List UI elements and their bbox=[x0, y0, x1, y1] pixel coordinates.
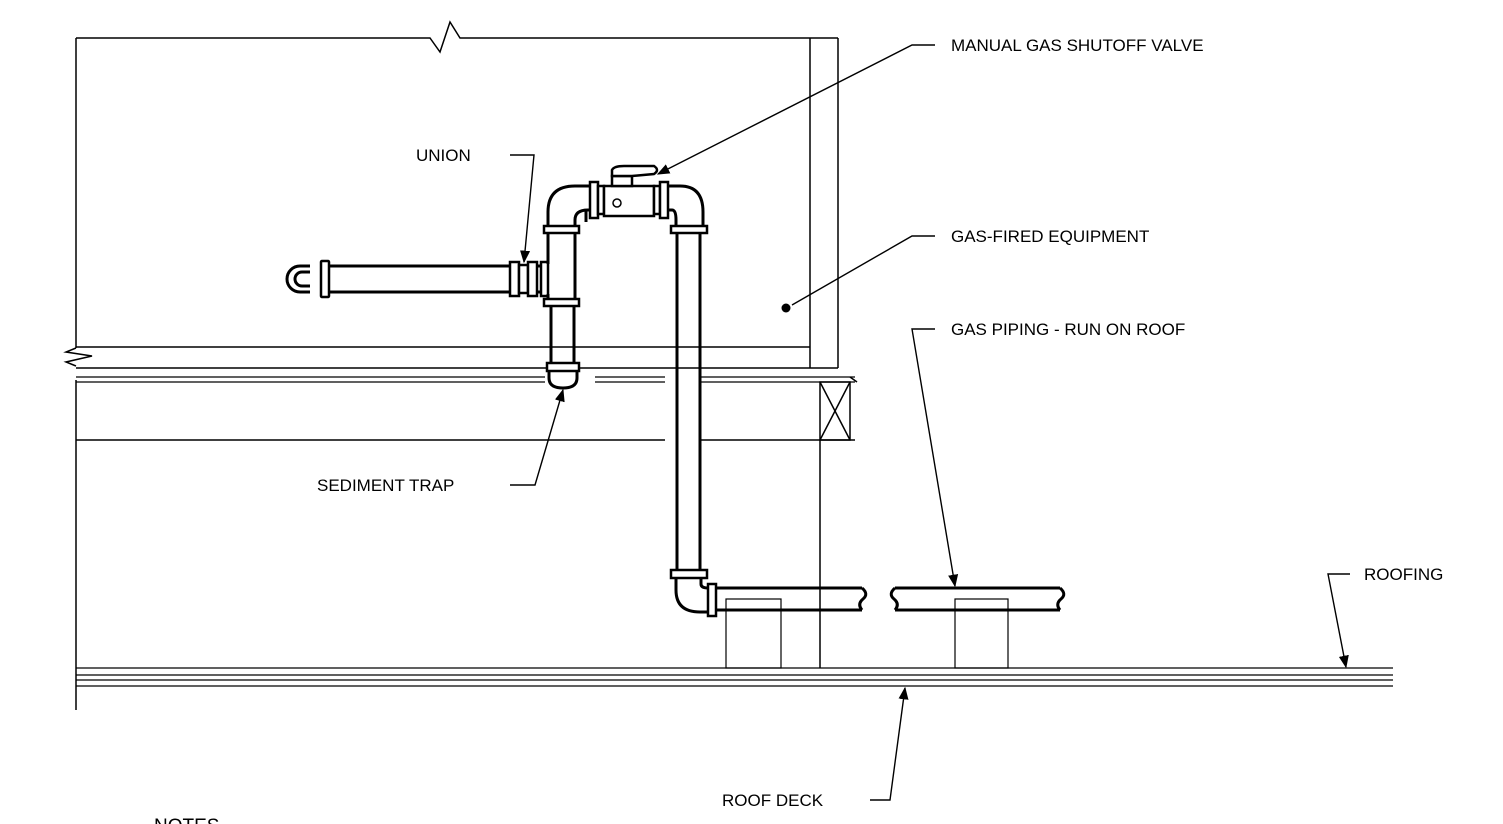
connector-pipe bbox=[285, 259, 510, 299]
label-gas-piping-run-on-roof: GAS PIPING - RUN ON ROOF bbox=[951, 320, 1185, 339]
manual-gas-shutoff-valve bbox=[588, 164, 670, 220]
label-roof-deck: ROOF DECK bbox=[722, 791, 824, 810]
leader-lines bbox=[510, 44, 1350, 801]
break-line bbox=[63, 347, 93, 367]
label-roofing: ROOFING bbox=[1364, 565, 1443, 584]
roof-run-pipes bbox=[716, 586, 1066, 612]
label-manual-gas-shutoff-valve: MANUAL GAS SHUTOFF VALVE bbox=[951, 36, 1204, 55]
label-union: UNION bbox=[416, 146, 471, 165]
upper-elbow-left bbox=[546, 184, 590, 226]
notes-heading: NOTES bbox=[154, 816, 219, 824]
pipe-supports bbox=[725, 598, 1009, 669]
label-gas-fired-equipment: GAS-FIRED EQUIPMENT bbox=[951, 227, 1149, 246]
roof-deck-lines bbox=[76, 667, 1393, 687]
riser-pipe bbox=[668, 184, 718, 618]
tee-and-sediment-trap bbox=[539, 224, 581, 390]
label-sediment-trap: SEDIMENT TRAP bbox=[317, 476, 454, 495]
equipment-outline bbox=[75, 20, 839, 710]
curb-lines bbox=[76, 346, 855, 441]
blocking-box bbox=[819, 376, 858, 441]
